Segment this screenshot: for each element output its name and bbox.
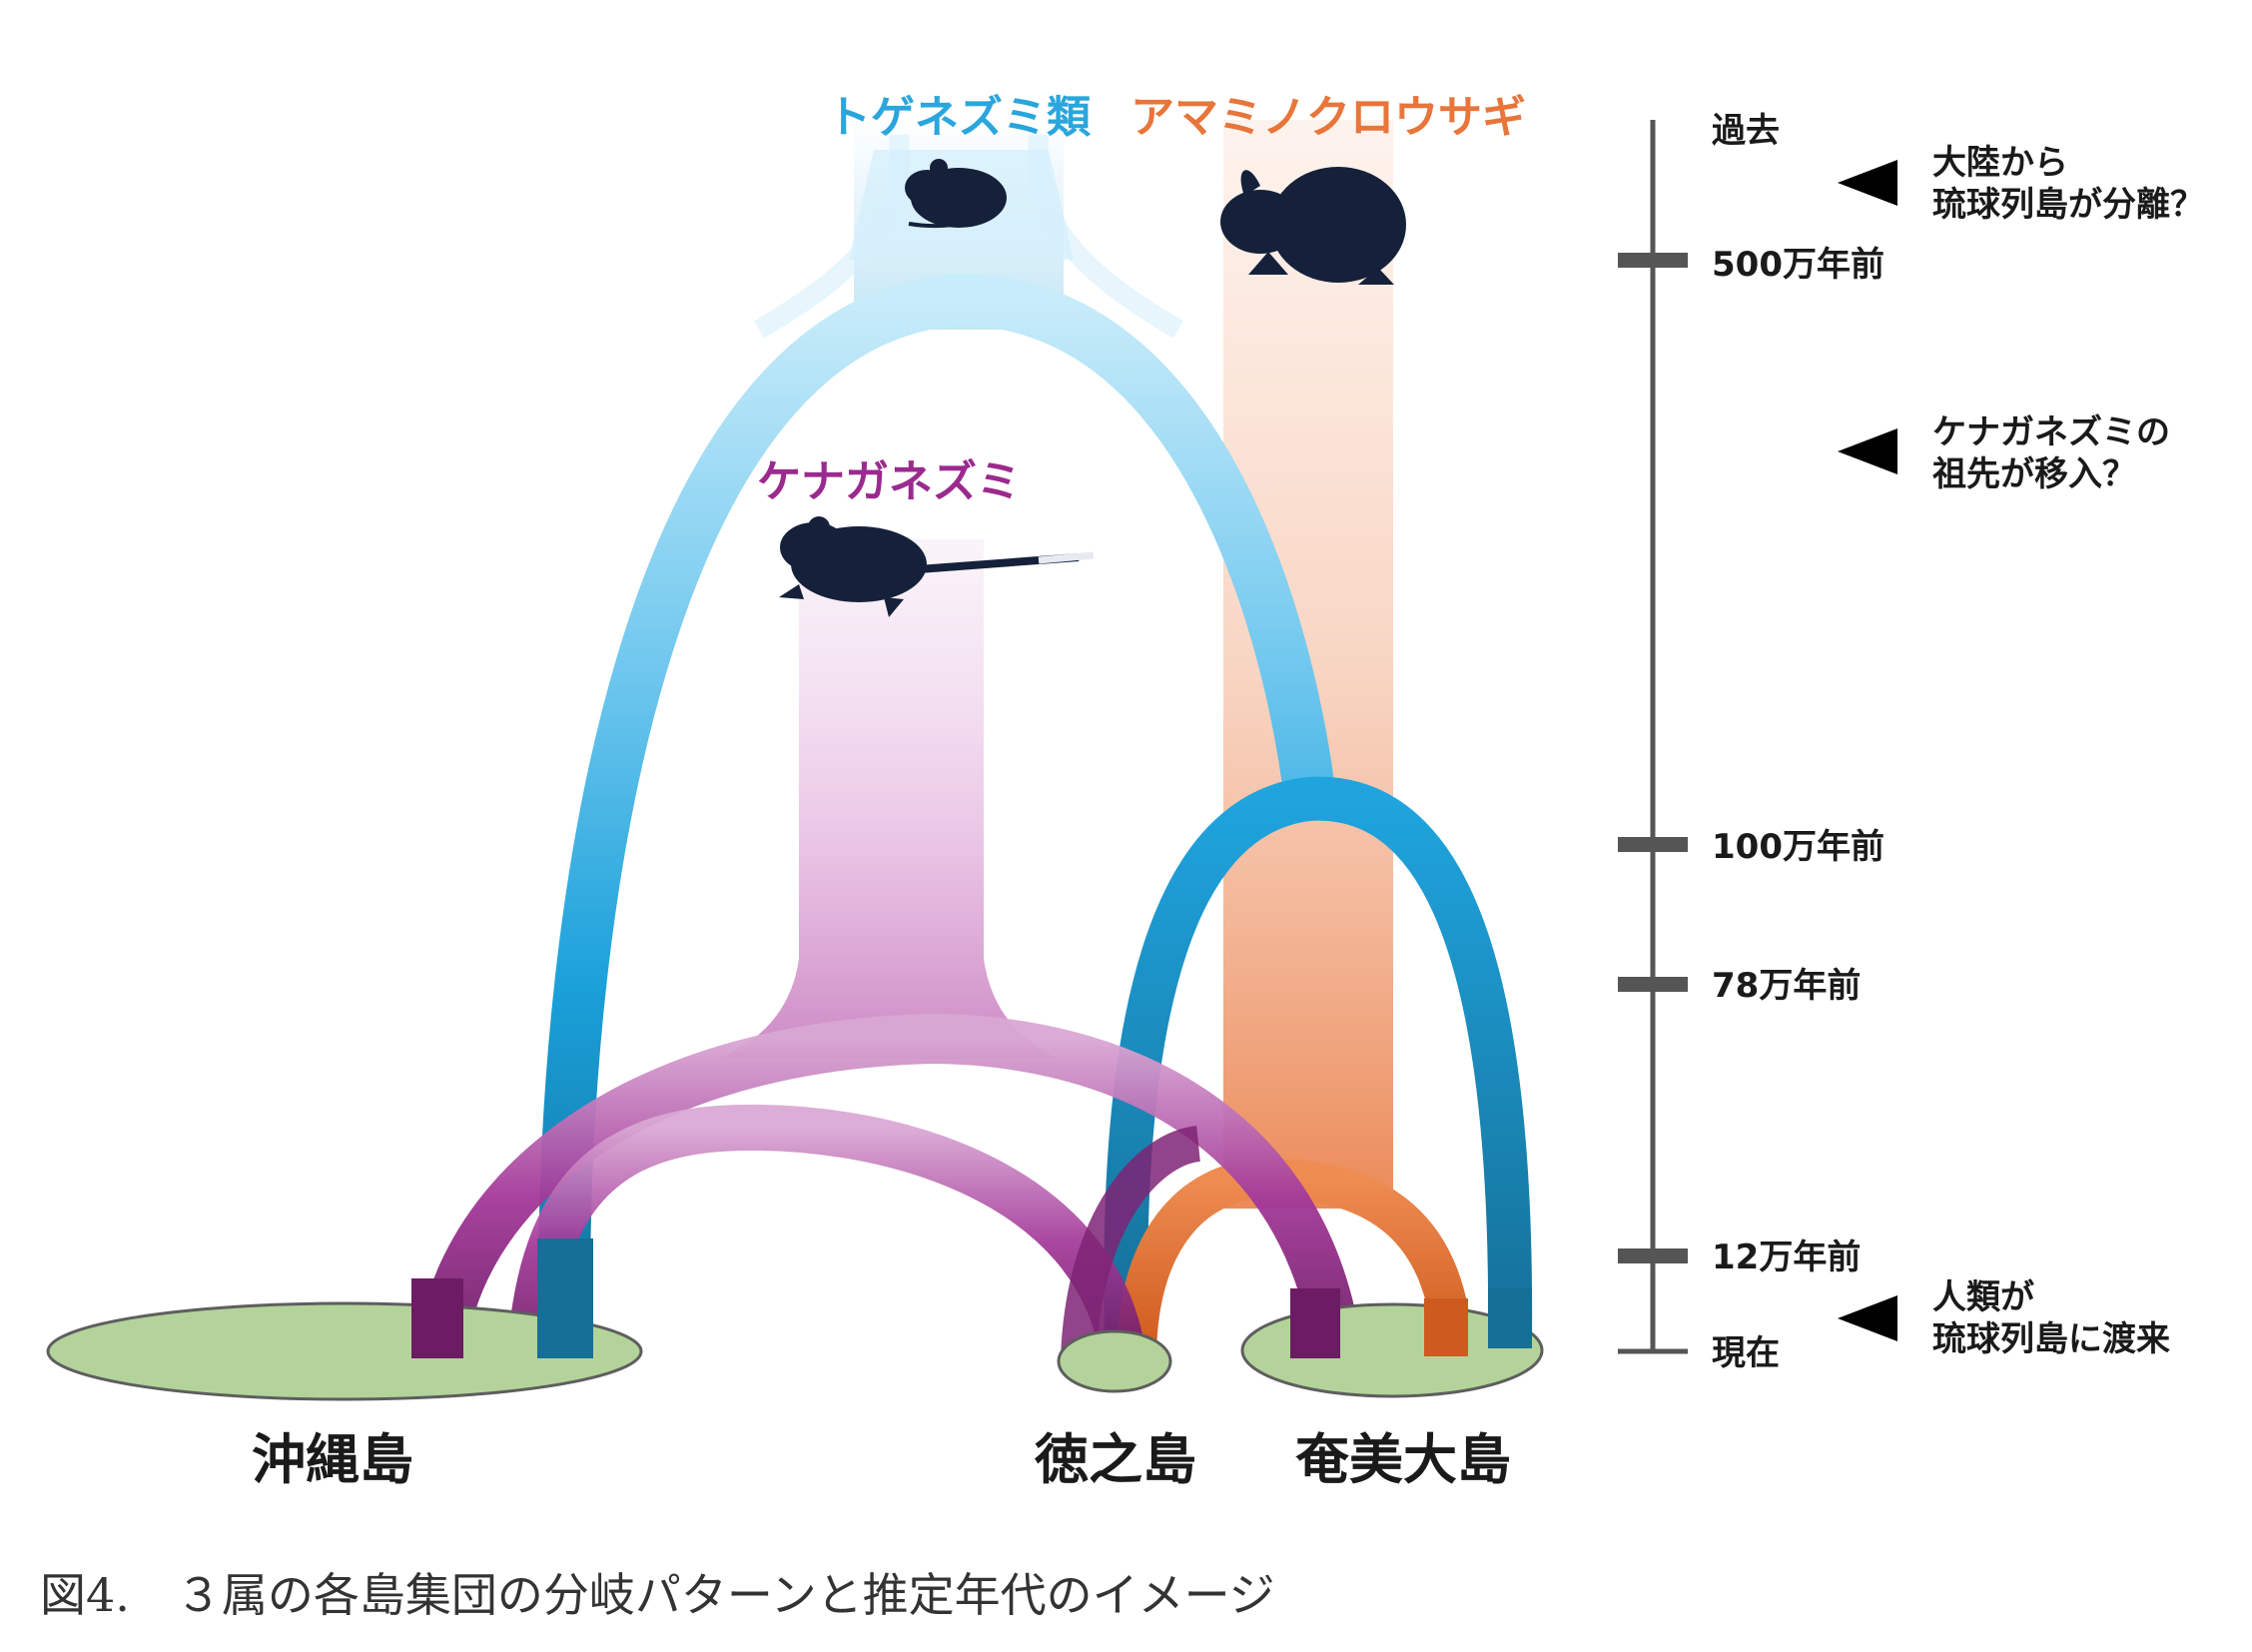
kenaga-tokuno-amami-arch — [1061, 1126, 1201, 1359]
togenezumi-label: トゲネズミ類 — [827, 92, 1092, 143]
togenezumi-okinawa-foot — [537, 1239, 593, 1358]
amami-rabbit-amami-foot — [1424, 1298, 1468, 1356]
event-2-line2: 祖先が移入？ — [1932, 454, 2136, 494]
kenaga-amami-foot — [1290, 1288, 1340, 1358]
event-1-line1: 大陸から — [1932, 143, 2068, 183]
togenezumi-big-arch — [538, 273, 1336, 1359]
figure-caption: 図4. ３属の各島集団の分岐パターンと推定年代のイメージ — [40, 1568, 1275, 1622]
tokunoshima-island — [1057, 1329, 1172, 1393]
tick-label-1m: 100万年前 — [1712, 827, 1884, 867]
tick-120k — [1618, 1248, 1688, 1263]
kenaga-okinawa-tokuno-arch — [506, 1104, 1146, 1362]
togenezumi-silhouette-icon — [905, 159, 1007, 229]
event-3-line2: 琉球列島に渡来 — [1932, 1319, 2170, 1359]
event-1-line2: 琉球列島が分離？ — [1932, 185, 2204, 225]
tick-label-780k: 78万年前 — [1712, 966, 1861, 1006]
kenaga-lineage-band — [719, 539, 1059, 1059]
event-marker-icon — [1838, 1295, 1897, 1341]
kenaga-label: ケナガネズミ — [757, 456, 1021, 507]
amami-rabbit-silhouette-icon — [1220, 167, 1406, 285]
tick-1m — [1618, 837, 1688, 852]
tick-label-past: 過去 — [1712, 111, 1780, 151]
tick-label-present: 現在 — [1712, 1333, 1780, 1373]
tick-label-120k: 12万年前 — [1712, 1238, 1861, 1277]
tokunoshima-label: 徳之島 — [1034, 1428, 1196, 1491]
event-marker-icon — [1838, 160, 1897, 206]
tick-780k — [1618, 977, 1688, 992]
kenaga-wide-arch — [416, 1013, 1363, 1362]
event-2-line1: ケナガネズミの — [1932, 413, 2170, 452]
kenaga-okinawa-foot — [411, 1278, 463, 1358]
event-marker-icon — [1838, 428, 1897, 474]
amami-label: 奄美大島 — [1295, 1428, 1511, 1491]
amami-rabbit-label: アマミノクロウサギ — [1130, 92, 1526, 143]
okinawa-label: 沖縄島 — [252, 1428, 413, 1491]
tick-5m — [1618, 253, 1688, 268]
kenaga-silhouette-icon — [779, 516, 1095, 617]
okinawa-island — [46, 1301, 643, 1401]
togenezumi-amami-foot — [1488, 1288, 1532, 1348]
event-3-line1: 人類が — [1932, 1277, 2034, 1317]
tick-label-5m: 500万年前 — [1712, 245, 1884, 285]
